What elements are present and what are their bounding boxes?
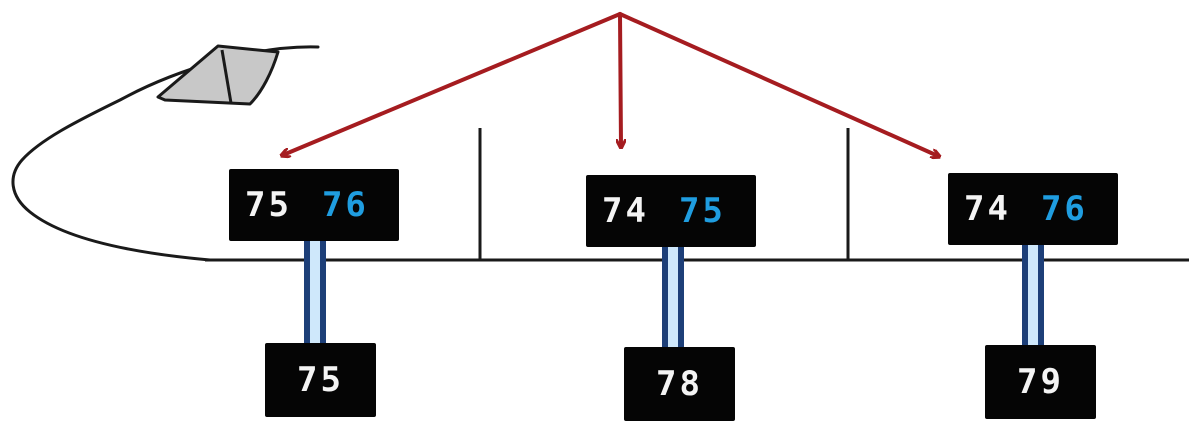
zone-1-supply-temperature-panel: 75	[265, 343, 376, 417]
zone-1-supply-temperature: 75	[297, 360, 344, 400]
zone-1-temperature-panel: 75 76	[229, 169, 399, 241]
supply-duct-core-zone-1	[310, 240, 320, 344]
control-arrow-zone-2	[620, 12, 621, 146]
zone-3-supply-temperature: 79	[1017, 362, 1064, 402]
zone-3-temperature-panel: 74 76	[948, 173, 1118, 245]
cockpit-canopy	[156, 44, 280, 106]
zone-3-actual-temperature: 74	[964, 189, 1011, 229]
zone-3-target-temperature: 76	[1040, 189, 1088, 229]
zone-3-supply-temperature-panel: 79	[985, 345, 1096, 419]
zone-1-actual-temperature: 75	[245, 185, 292, 225]
control-arrow-zone-3	[618, 12, 938, 156]
control-arrow-zone-1	[283, 12, 622, 155]
zone-2-supply-temperature-panel: 78	[624, 347, 735, 421]
supply-duct-core-zone-3	[1028, 244, 1038, 346]
zone-2-temperature-panel: 74 75	[586, 175, 756, 247]
zone-2-actual-temperature: 74	[602, 191, 649, 231]
canopy-frame	[220, 49, 233, 104]
zone-2-supply-temperature: 78	[656, 364, 703, 404]
zone-2-target-temperature: 75	[678, 191, 726, 231]
supply-duct-core-zone-2	[668, 246, 678, 348]
zone-1-target-temperature: 76	[321, 185, 369, 225]
